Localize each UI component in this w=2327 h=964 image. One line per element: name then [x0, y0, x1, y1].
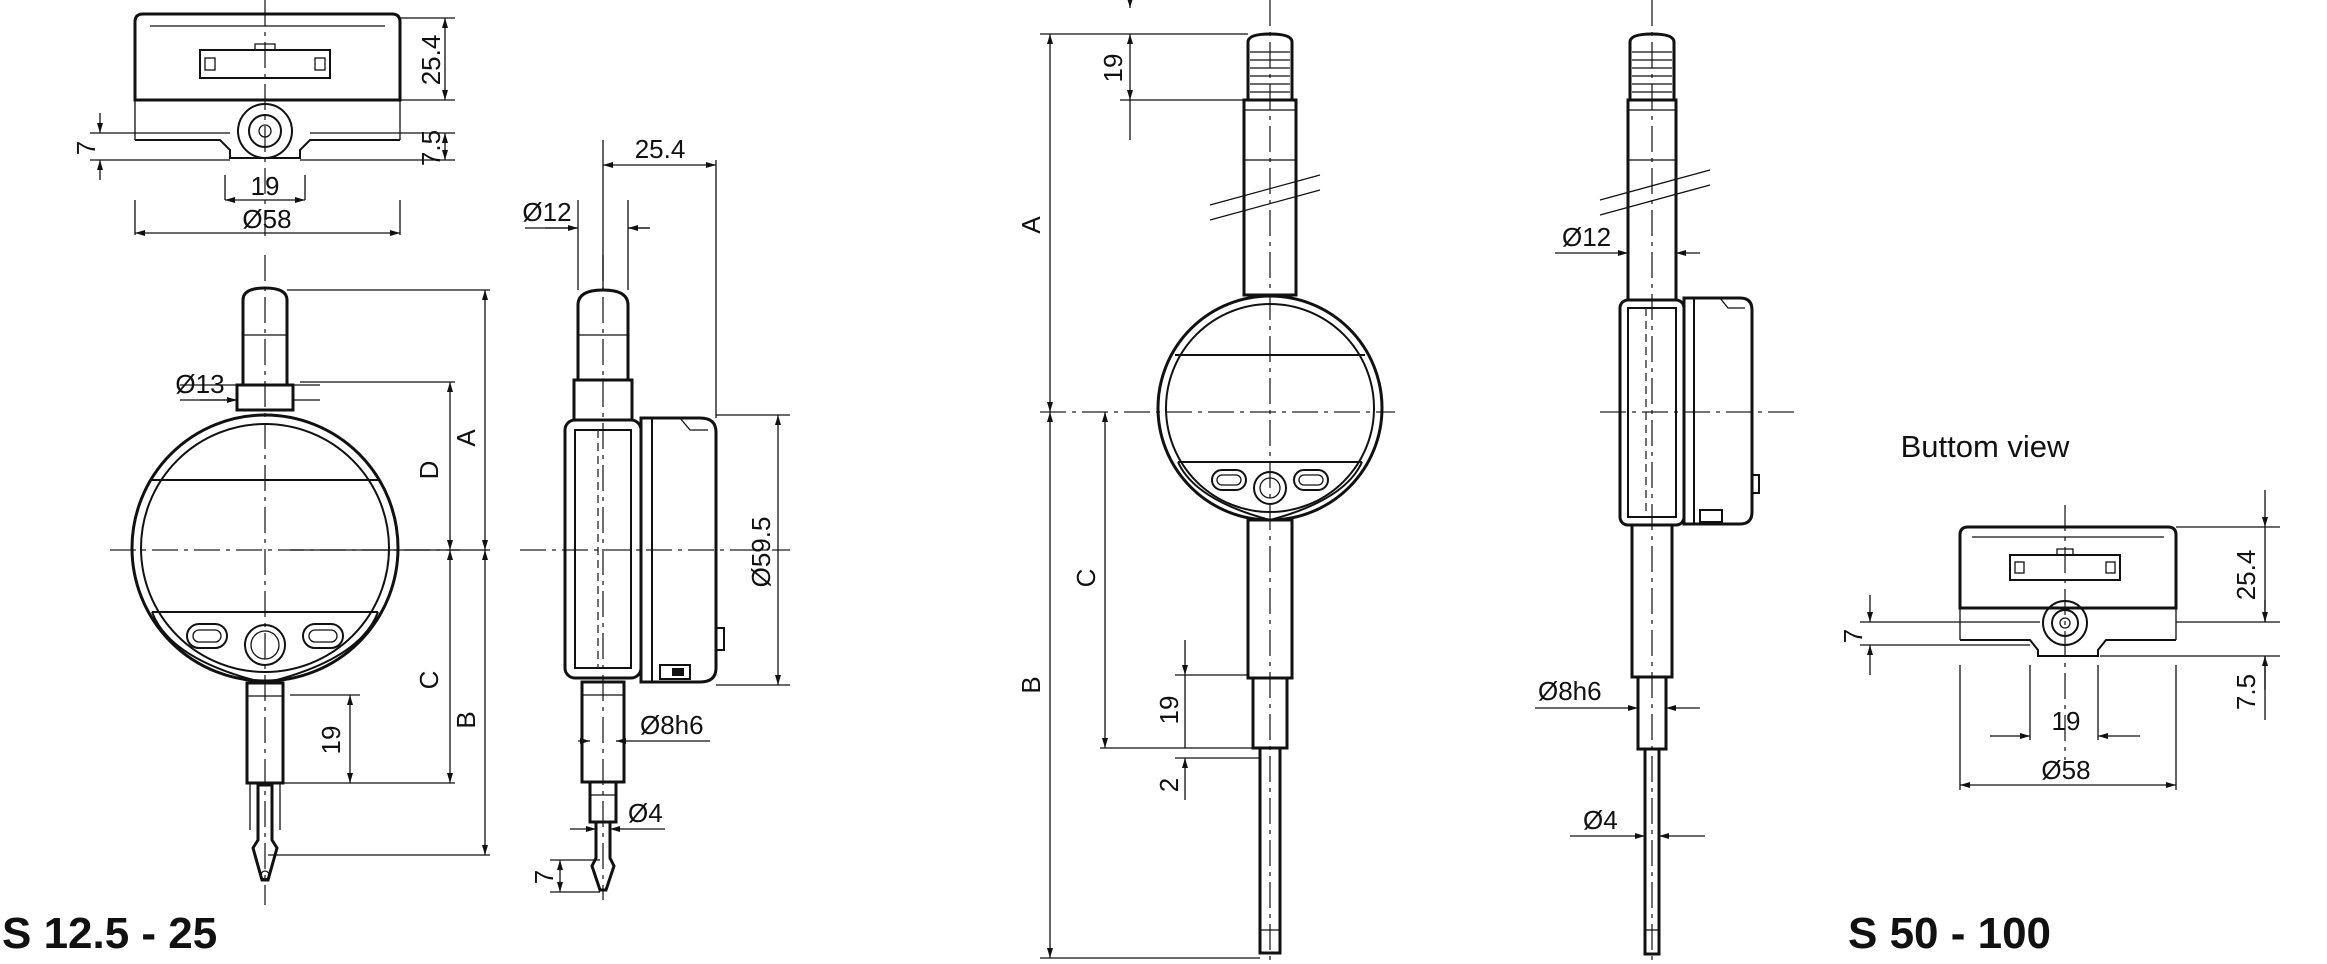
bottom-height-label: 25.4: [2231, 550, 2261, 601]
left-top-offset-label: 7: [71, 141, 101, 155]
left-front-tip-label: 19: [316, 726, 346, 755]
right-side-view: Ø12 Ø8h6 Ø4: [1535, 0, 1800, 960]
left-front-stem-label: Ø13: [175, 369, 224, 399]
right-front-c-label: C: [1071, 569, 1101, 588]
left-top-width-label: 19: [251, 171, 280, 201]
left-side-view: 25.4 Ø12 Ø59.5 Ø8h6 Ø4 7: [520, 134, 790, 900]
left-top-view: 19 Ø58 25.4 7.5 7: [71, 0, 455, 240]
left-side-spindle-label: Ø8h6: [640, 710, 704, 740]
right-front-a-label: A: [1016, 216, 1046, 234]
left-front-c-label: C: [414, 671, 444, 690]
right-side-tip-dia-label: Ø4: [1583, 805, 1618, 835]
left-front-d-label: D: [414, 461, 444, 480]
left-side-body-label: Ø59.5: [746, 517, 776, 588]
right-bottom-view: Buttom view 19 Ø58 25.4 7.5: [1838, 429, 2280, 790]
bottom-width-label: 19: [2052, 706, 2081, 736]
left-title: S 12.5 - 25: [2, 909, 217, 958]
right-front-view: 19 A B C 19 2: [1016, 0, 1395, 960]
left-side-stem-label: Ø12: [522, 197, 571, 227]
left-top-diameter-label: Ø58: [242, 204, 291, 234]
right-front-tip-label: 19: [1154, 696, 1184, 725]
right-front-top-label: 19: [1098, 54, 1128, 83]
left-top-stem-label: 7.5: [416, 130, 446, 166]
right-front-tip2-label: 2: [1154, 778, 1184, 792]
bottom-offset-label: 7: [1838, 629, 1868, 643]
right-front-b-label: B: [1016, 676, 1046, 693]
bottom-diameter-label: Ø58: [2041, 755, 2090, 785]
left-front-b-label: B: [451, 711, 481, 728]
left-top-height-label: 25.4: [416, 35, 446, 86]
right-side-stem-label: Ø12: [1562, 222, 1611, 252]
bottom-stem-label: 7.5: [2231, 674, 2261, 710]
right-title: S 50 - 100: [1848, 909, 2051, 958]
left-front-a-label: A: [451, 429, 481, 447]
left-side-depth-label: 25.4: [635, 134, 686, 164]
bottom-view-caption: Buttom view: [1901, 429, 2070, 464]
right-side-spindle-label: Ø8h6: [1538, 676, 1602, 706]
left-side-tip-dia-label: Ø4: [628, 798, 663, 828]
left-side-tip-len-label: 7: [529, 870, 559, 884]
left-front-view: Ø13 D A C B 19: [110, 255, 490, 905]
